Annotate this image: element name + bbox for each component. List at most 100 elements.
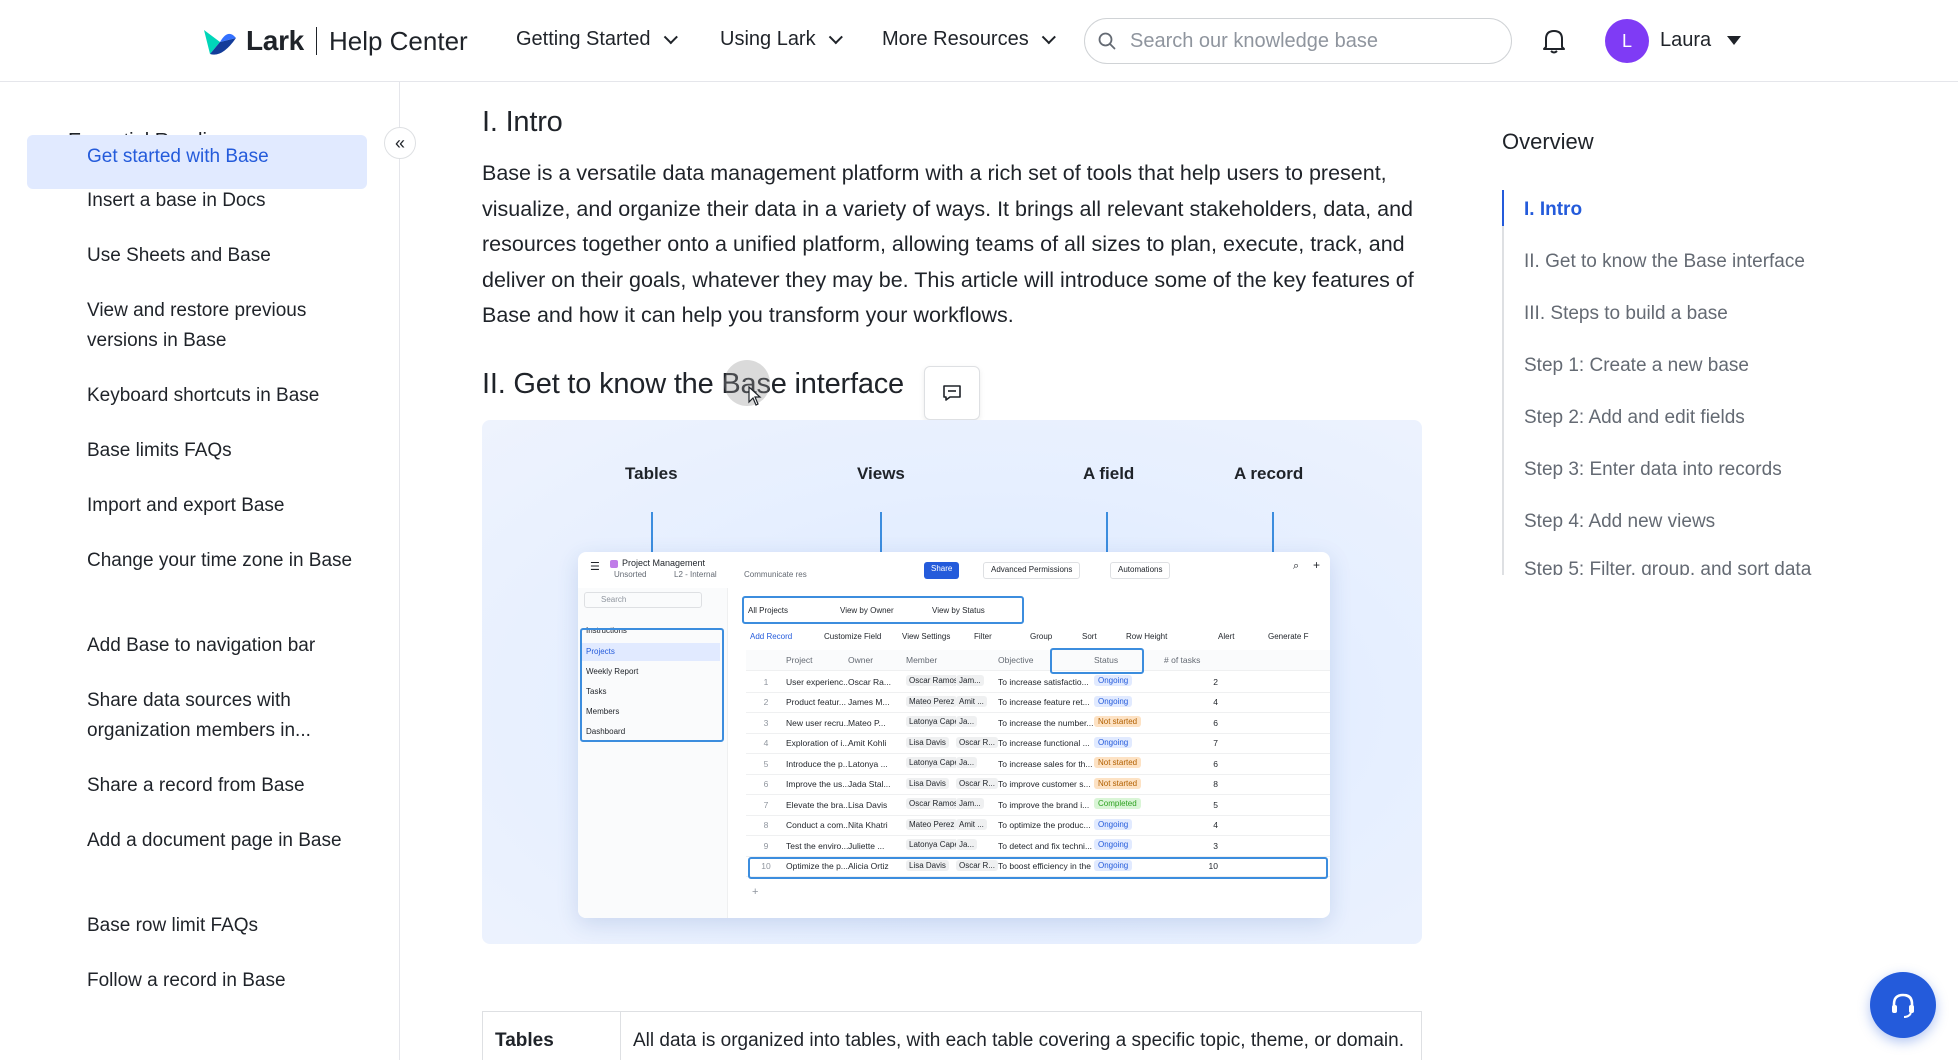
view-tab-by-owner[interactable]: View by Owner	[840, 606, 894, 615]
table-item-dashboard[interactable]: Dashboard	[586, 727, 626, 736]
search-bar[interactable]	[1084, 18, 1512, 64]
sidebar-item-share-record[interactable]: Share a record from Base	[87, 775, 305, 796]
sidebar: Essential Reading « Get started with Bas…	[0, 82, 416, 1060]
tables-highlight-box	[580, 628, 724, 742]
toc-item-step5[interactable]: Step 5: Filter, group, and sort data	[1524, 559, 1812, 575]
cell-objective: To increase functional ...	[998, 738, 1090, 749]
toc-item-step2[interactable]: Step 2: Add and edit fields	[1524, 407, 1745, 428]
cell-task-count: 6	[1213, 758, 1218, 769]
cell-owner: Jada Stal...	[848, 779, 891, 790]
view-settings-button[interactable]: View Settings	[902, 632, 951, 641]
cell-member: Latonya Capers	[906, 839, 956, 852]
filter-button[interactable]: Filter	[974, 632, 992, 641]
add-row-icon[interactable]: +	[752, 886, 759, 898]
cell-project: Introduce the p...	[786, 758, 848, 769]
table-item-tasks[interactable]: Tasks	[586, 687, 607, 696]
sidebar-item-insert-base-docs[interactable]: Insert a base in Docs	[87, 190, 266, 211]
cell-project: Product featur...	[786, 697, 847, 708]
user-avatar[interactable]: L	[1605, 19, 1649, 63]
cell-status: Not started	[1094, 757, 1164, 770]
sidebar-item-import-export[interactable]: Import and export Base	[87, 495, 285, 516]
toc-item-step4[interactable]: Step 4: Add new views	[1524, 511, 1716, 532]
nav-more-resources[interactable]: More Resources	[882, 28, 1056, 51]
tables-panel: Search Instructions Projects Weekly Repo…	[578, 588, 728, 918]
table-search[interactable]: Search	[584, 592, 702, 608]
toc-item-steps[interactable]: III. Steps to build a base	[1524, 303, 1728, 324]
alert-button[interactable]: Alert	[1218, 632, 1235, 641]
customize-field-button[interactable]: Customize Field	[824, 632, 882, 641]
cell-project: Conduct a com...	[786, 820, 848, 831]
caret-down-icon[interactable]	[1727, 36, 1741, 45]
support-button[interactable]	[1870, 972, 1936, 1038]
advanced-permissions-button[interactable]: Advanced Permissions	[983, 562, 1081, 579]
brand-name: Lark	[246, 25, 304, 56]
toc-item-intro[interactable]: I. Intro	[1524, 199, 1583, 220]
col-tasks[interactable]: # of tasks	[1164, 654, 1201, 665]
col-owner[interactable]: Owner	[848, 654, 874, 665]
lark-logo[interactable]: Lark Help Center	[200, 22, 468, 60]
toc-item-step3[interactable]: Step 3: Enter data into records	[1524, 459, 1782, 480]
cell-owner: Amit Kohli	[848, 738, 887, 749]
cell-owner: Mateo P...	[848, 717, 886, 728]
toc-item-interface[interactable]: II. Get to know the Base interface	[1524, 251, 1805, 272]
member-pill: Oscar Ramos	[906, 675, 956, 687]
table-item-members[interactable]: Members	[586, 707, 620, 716]
sidebar-item-navigation-bar[interactable]: Add Base to navigation bar	[87, 635, 316, 656]
view-tab-by-status[interactable]: View by Status	[932, 606, 985, 615]
user-name[interactable]: Laura	[1660, 29, 1712, 51]
nav-getting-started[interactable]: Getting Started	[516, 28, 678, 51]
automations-button[interactable]: Automations	[1110, 562, 1171, 579]
sidebar-item-follow-record[interactable]: Follow a record in Base	[87, 970, 286, 991]
add-record-button[interactable]: Add Record	[750, 632, 793, 641]
sidebar-item-share-data-sources[interactable]: Share data sources with organization mem…	[87, 690, 311, 741]
group-button[interactable]: Group	[1030, 632, 1053, 641]
table-header-row: Project Owner Member Objective Status # …	[746, 650, 1330, 671]
chevron-down-icon	[1041, 29, 1056, 44]
nav-using-lark[interactable]: Using Lark	[720, 28, 843, 51]
sidebar-item-base-limits[interactable]: Base limits FAQs	[87, 440, 232, 461]
collapse-sidebar-button[interactable]: «	[384, 127, 416, 159]
cell-member: Latonya Capers	[906, 716, 956, 729]
col-project[interactable]: Project	[786, 654, 813, 665]
sidebar-item-row-limit[interactable]: Base row limit FAQs	[87, 915, 259, 936]
sidebar-item-document-page[interactable]: Add a document page in Base	[87, 830, 342, 851]
table-item-projects[interactable]: Projects	[586, 647, 615, 656]
cell-status: Ongoing	[1094, 736, 1164, 750]
sidebar-item-restore-versions[interactable]: View and restore previous versions in Ba…	[87, 300, 307, 351]
sidebar-item-keyboard-shortcuts[interactable]: Keyboard shortcuts in Base	[87, 385, 320, 406]
table-item-weekly-report[interactable]: Weekly Report	[586, 667, 639, 676]
generate-button[interactable]: Generate F	[1268, 632, 1309, 641]
sidebar-item-sheets-and-base[interactable]: Use Sheets and Base	[87, 245, 271, 266]
sidebar-item-time-zone[interactable]: Change your time zone in Base	[87, 550, 353, 571]
member-pill: Mateo Perez	[906, 818, 956, 830]
comment-button[interactable]	[924, 366, 980, 420]
sidebar-item-get-started[interactable]: Get started with Base	[27, 135, 367, 189]
status-badge: Ongoing	[1094, 818, 1133, 830]
table-item-instructions[interactable]: Instructions	[586, 626, 627, 635]
view-tab-all-projects[interactable]: All Projects	[748, 606, 789, 615]
share-button[interactable]: Share	[924, 562, 960, 579]
sort-button[interactable]: Sort	[1082, 632, 1097, 641]
bell-icon[interactable]	[1541, 27, 1567, 55]
member-pill: Ja...	[956, 839, 978, 851]
col-member[interactable]: Member	[906, 654, 938, 665]
col-status[interactable]: Status	[1094, 654, 1119, 665]
cell-member: Latonya Capers	[906, 757, 956, 770]
cell-member: Lisa Davis	[906, 859, 956, 873]
search-input[interactable]	[1130, 29, 1470, 53]
toc-item-step1[interactable]: Step 1: Create a new base	[1524, 355, 1749, 376]
member-pill: Latonya Capers	[906, 839, 956, 851]
views-highlight-box	[742, 596, 1024, 624]
row-height-button[interactable]: Row Height	[1126, 632, 1168, 641]
col-objective[interactable]: Objective	[998, 654, 1034, 665]
